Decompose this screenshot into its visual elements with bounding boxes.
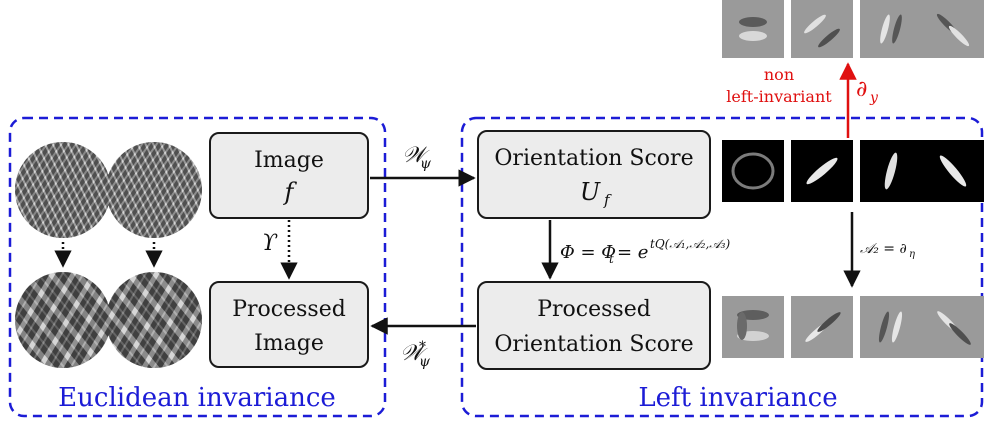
svg-text:t: t (609, 252, 614, 266)
svg-text:ψ: ψ (419, 354, 431, 370)
processed-score-label-1: Processed (537, 297, 651, 322)
dy-tile-3 (860, 0, 922, 58)
processed-texture-image-1 (15, 272, 111, 368)
deta-kernels-row (722, 296, 984, 358)
svg-text:𝒜₂ = ∂: 𝒜₂ = ∂ (860, 241, 907, 257)
deta-tile-2 (791, 296, 853, 358)
processed-orientation-score-node: Processed Orientation Score (477, 281, 711, 370)
left-invariance-title: Left invariance (638, 383, 837, 413)
svg-text:Φ = Φ: Φ = Φ (560, 242, 616, 263)
processed-image-label-2: Image (254, 331, 324, 356)
deta-tile-1 (722, 296, 784, 358)
euclidean-invariance-title: Euclidean invariance (58, 383, 336, 413)
svg-text:tQ(𝒜₁,𝒜₂,𝒜₃): tQ(𝒜₁,𝒜₂,𝒜₃) (650, 237, 730, 251)
svg-text:η: η (909, 249, 915, 260)
orientation-score-label: Orientation Score (494, 146, 693, 171)
phi-label: Φ = Φ t = e tQ(𝒜₁,𝒜₂,𝒜₃) (560, 237, 730, 266)
left-invariance-region (460, 116, 984, 418)
processed-score-label-2: Orientation Score (494, 332, 693, 357)
image-node-label: Image (254, 148, 324, 173)
kernel-tile-diag-1 (791, 140, 853, 202)
non-left-invariant-label: non left-invariant (726, 65, 832, 106)
svg-text:= e: = e (617, 242, 648, 263)
wavelet-transform-label: 𝒲 ψ (402, 143, 432, 172)
svg-text:non: non (764, 65, 794, 84)
dy-kernels-row (722, 0, 984, 58)
orientation-score-symbol: U (580, 178, 601, 206)
dy-tile-1 (722, 0, 784, 58)
processed-texture-image-2 (106, 272, 202, 368)
kernel-tile-ring (722, 140, 784, 202)
dy-tile-2 (791, 0, 853, 58)
euclidean-invariance-region (8, 116, 387, 418)
kernel-tile-vertical (860, 140, 922, 202)
processed-image-label-1: Processed (232, 297, 346, 322)
dy-label: ∂ y (856, 77, 879, 106)
orientation-score-symbol-sub: f (603, 191, 612, 209)
input-texture-image-1 (15, 142, 111, 238)
svg-text:y: y (869, 90, 879, 106)
upsilon-label: ϒ (262, 231, 278, 256)
a2-label: 𝒜₂ = ∂ η (860, 241, 915, 260)
svg-text:left-invariant: left-invariant (726, 87, 832, 106)
inverse-wavelet-label: 𝒲 ψ * (400, 339, 431, 370)
svg-text:*: * (419, 339, 426, 355)
input-texture-image-2 (106, 142, 202, 238)
image-node: Image f (209, 132, 369, 219)
svg-text:ψ: ψ (420, 156, 432, 172)
kernel-tile-diag-2 (922, 140, 984, 202)
orientation-score-node: Orientation Score U f (477, 130, 711, 219)
orientation-kernels-row (722, 140, 984, 202)
deta-tile-3 (860, 296, 922, 358)
deta-tile-4 (922, 296, 984, 358)
processed-image-node: Processed Image (209, 281, 369, 368)
dy-tile-4 (922, 0, 984, 58)
svg-text:∂: ∂ (856, 77, 867, 102)
